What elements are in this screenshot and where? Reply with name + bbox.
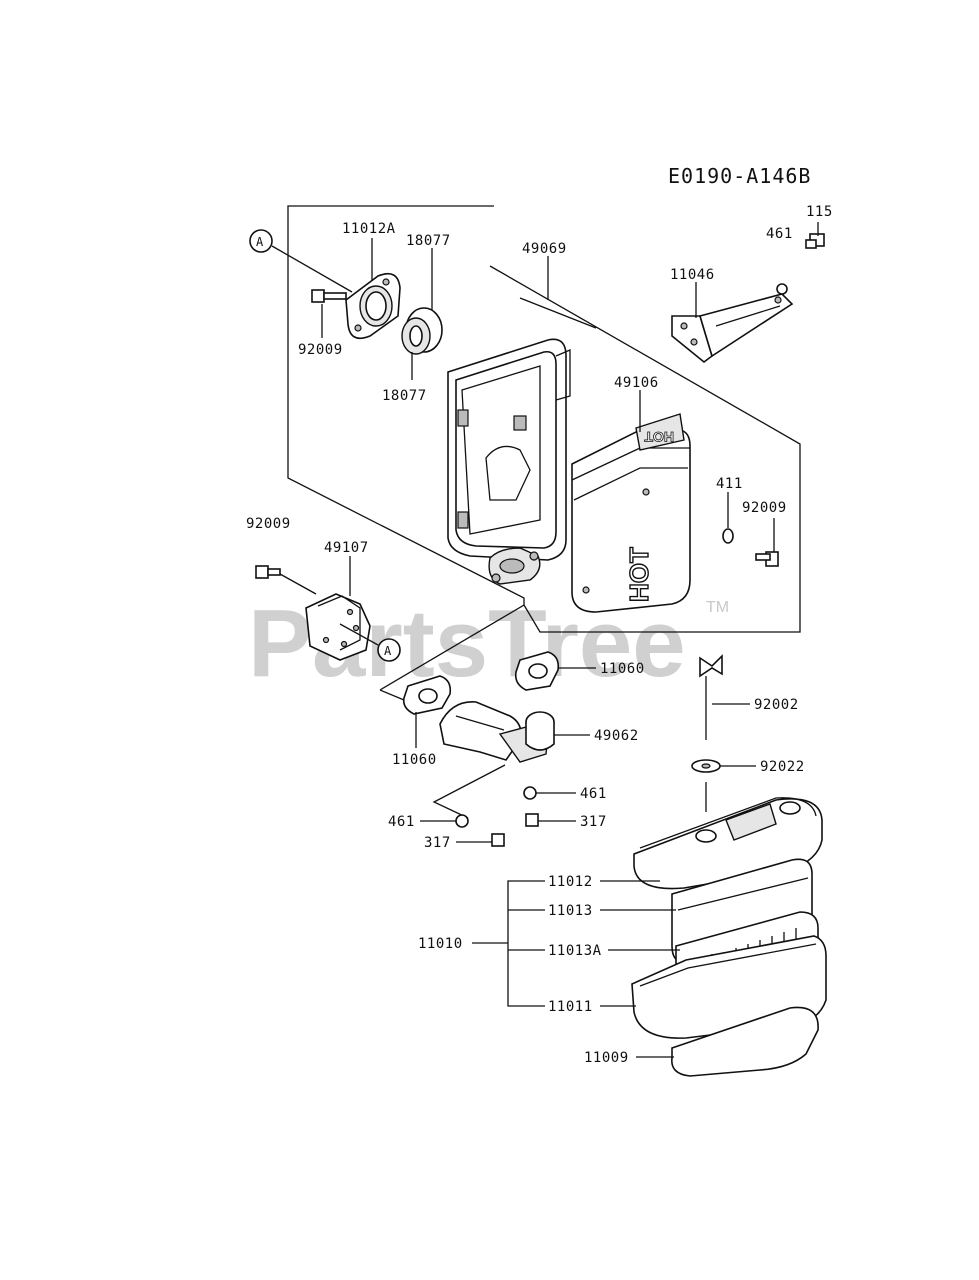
gasket-11060-right-part (514, 651, 560, 691)
heat-guard-part (305, 593, 371, 661)
assembly-frame (287, 205, 801, 819)
bolt-115-part (805, 233, 825, 249)
label-92002: 92002 (754, 697, 799, 713)
label-11060-left: 11060 (392, 752, 437, 768)
label-11046: 11046 (670, 267, 715, 283)
label-49106: 49106 (614, 375, 659, 391)
nut-461-b-part (455, 814, 469, 828)
label-461-a: 461 (580, 786, 607, 802)
label-11013A: 11013A (548, 943, 602, 959)
nut-317-a-part (525, 813, 539, 827)
label-317-b: 317 (424, 835, 451, 851)
label-11012A: 11012A (342, 221, 396, 237)
svg-text:A: A (256, 235, 264, 249)
label-11009: 11009 (584, 1050, 629, 1066)
gasket-11060-left-part (402, 675, 452, 715)
label-411: 411 (716, 476, 743, 492)
watermark-trademark: TM (706, 599, 729, 616)
exhaust-flange-part (345, 272, 401, 340)
label-49069: 49069 (522, 241, 567, 257)
wing-nut-part (699, 654, 723, 740)
gasket-ring-part (401, 307, 443, 355)
bolt-92009-right-part (755, 551, 779, 567)
hot-label-large: HOT (624, 547, 654, 602)
label-49062: 49062 (594, 728, 639, 744)
nut-461-a-part (523, 786, 537, 800)
label-18077-top: 18077 (406, 233, 451, 249)
label-92009-right: 92009 (742, 500, 787, 516)
bolt-92009-mid-part (255, 565, 281, 579)
washer-411-part (722, 528, 734, 544)
bracket-part (671, 293, 794, 364)
base-plate-part (671, 1006, 819, 1077)
label-11060-right: 11060 (600, 661, 645, 677)
label-461-b: 461 (388, 814, 415, 830)
label-11013: 11013 (548, 903, 593, 919)
label-18077-bottom: 18077 (382, 388, 427, 404)
label-11010: 11010 (418, 936, 463, 952)
muffler-body-part (447, 338, 571, 585)
part-labels: 11012A 18077 18077 49069 11046 461 115 9… (246, 204, 833, 1066)
svg-text:A: A (384, 644, 392, 658)
hot-label-small: HOT (644, 429, 674, 445)
muffler-cover-part: HOT HOT (571, 413, 691, 613)
label-115: 115 (806, 204, 833, 220)
nut-461-top-part (776, 283, 788, 295)
leader-lines (279, 222, 819, 1058)
ref-marker-a-bottom: A (339, 623, 401, 662)
bolt-92009-left-part (311, 289, 347, 303)
exhaust-pipe-part (439, 701, 555, 763)
label-11012: 11012 (548, 874, 593, 890)
label-49107: 49107 (324, 540, 369, 556)
label-461-top: 461 (766, 226, 793, 242)
label-317-a: 317 (580, 814, 607, 830)
ref-marker-a-top: A (249, 229, 353, 293)
label-92009-left: 92009 (298, 342, 343, 358)
washer-92022-part (691, 759, 721, 773)
label-11011: 11011 (548, 999, 593, 1015)
nut-317-b-part (491, 833, 505, 847)
label-92009-mid: 92009 (246, 516, 291, 532)
label-92022: 92022 (760, 759, 805, 775)
diagram-code: E0190-A146B (668, 164, 811, 188)
